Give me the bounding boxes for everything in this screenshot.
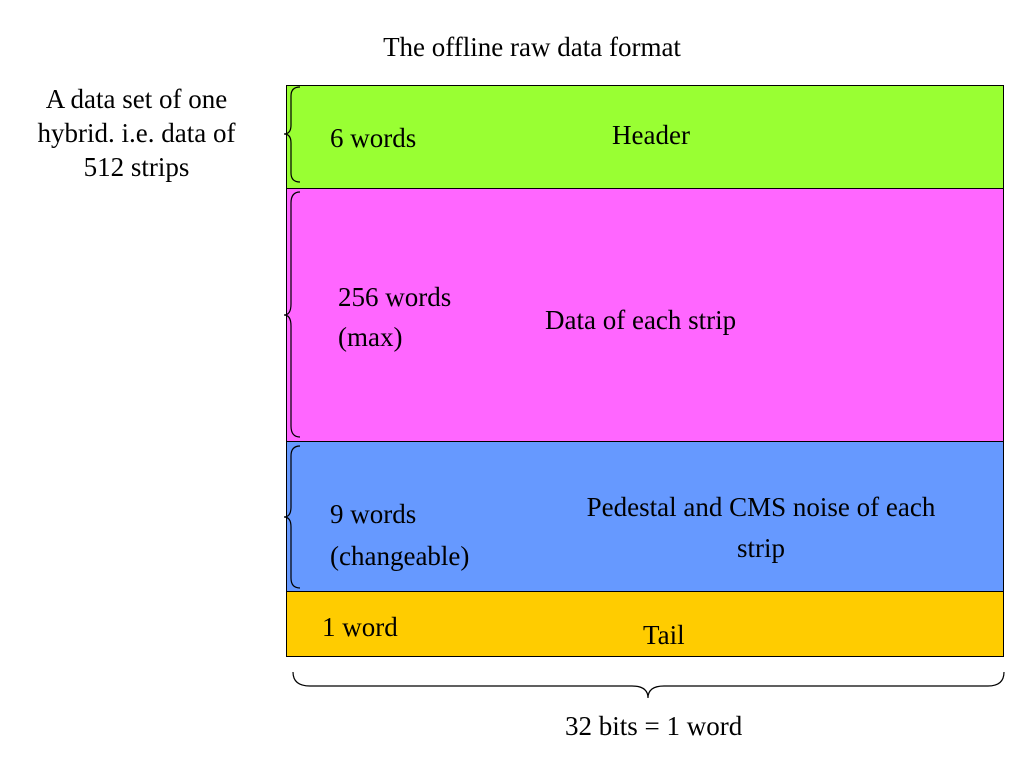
header-block bbox=[286, 85, 1004, 189]
side-note: A data set of one hybrid. i.e. data of 5… bbox=[37, 84, 236, 182]
pedestal-size-qualifier: (changeable) bbox=[330, 541, 470, 571]
header-name: Header bbox=[612, 120, 690, 150]
data-size-qualifier: (max) bbox=[338, 322, 403, 352]
tail-size-label: 1 word bbox=[322, 612, 398, 642]
strip-data-block bbox=[286, 188, 1004, 442]
diagram-title: The offline raw data format bbox=[383, 32, 681, 62]
tail-name: Tail bbox=[643, 620, 685, 650]
width-brace bbox=[292, 671, 1005, 699]
data-name: Data of each strip bbox=[545, 305, 737, 335]
word-width-label: 32 bits = 1 word bbox=[565, 711, 743, 741]
tail-block bbox=[286, 591, 1004, 657]
pedestal-size-label: 9 words bbox=[330, 499, 417, 529]
header-size-label: 6 words bbox=[330, 123, 417, 153]
pedestal-name-line-1: Pedestal and CMS noise of each bbox=[586, 492, 936, 522]
pedestal-name-line-2: strip bbox=[736, 533, 785, 563]
data-size-label: 256 words bbox=[338, 282, 452, 312]
